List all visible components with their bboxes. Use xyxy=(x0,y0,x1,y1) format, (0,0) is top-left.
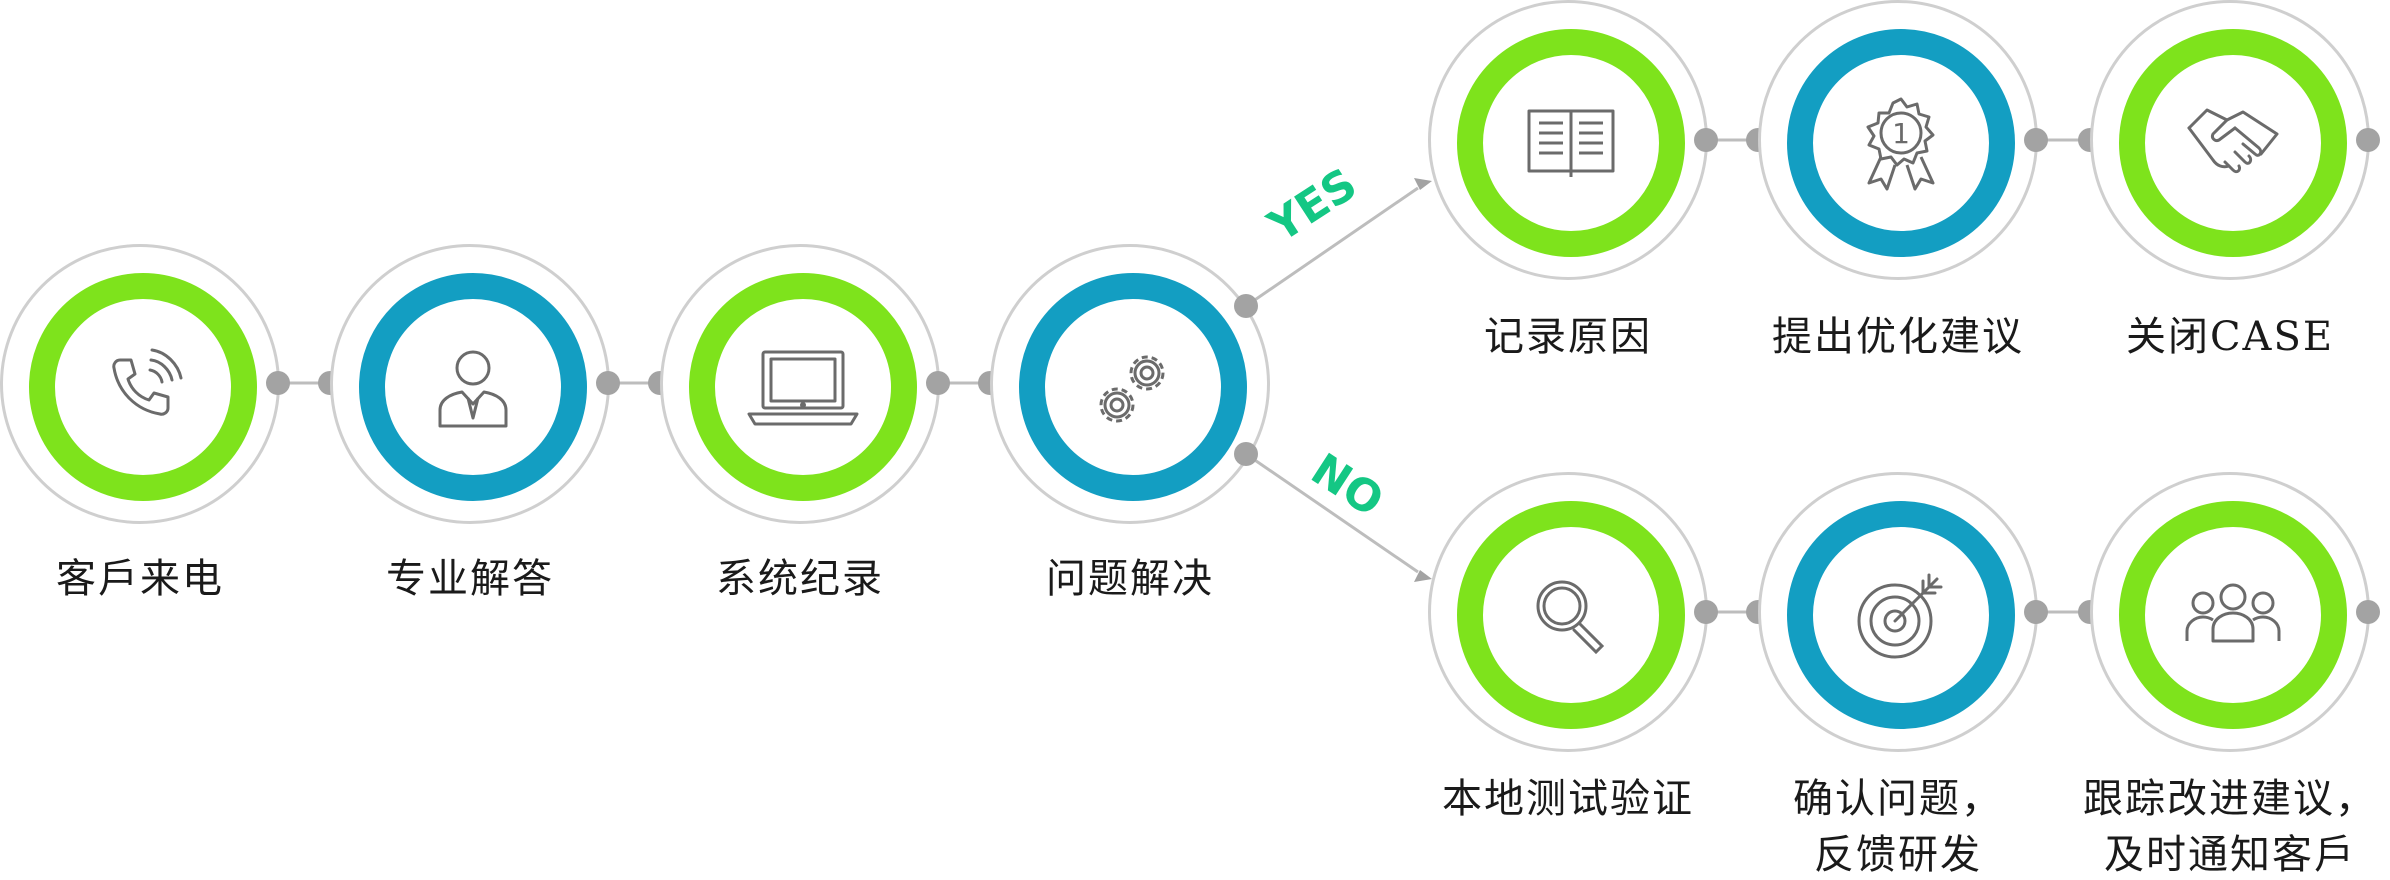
connector-dot xyxy=(2024,600,2048,624)
blue-ring xyxy=(1787,501,2015,729)
yes-step-label: 提出优化建议 xyxy=(1772,314,2024,360)
no-node-track-notify[interactable] xyxy=(2090,472,2370,752)
connector-dot xyxy=(2024,128,2048,152)
connector-dot xyxy=(266,371,290,395)
step-label: 问题解决 xyxy=(1046,556,1214,602)
step-node-customer-call[interactable] xyxy=(0,244,280,524)
no-branch-dot xyxy=(1234,442,1258,466)
handshake-icon xyxy=(2187,108,2279,174)
phone-icon xyxy=(112,348,183,416)
no-step-label-line2: 反馈研发 xyxy=(1814,832,1982,878)
no-step-label: 确认问题， xyxy=(1793,776,2003,822)
yes-step-label: 关闭CASE xyxy=(2125,314,2335,360)
blue-ring: 1 xyxy=(1787,29,2015,257)
yes-branch-dot xyxy=(1234,294,1258,318)
connector-dot xyxy=(2356,128,2380,152)
no-node-local-test[interactable] xyxy=(1428,472,1708,752)
yes-node-close-case[interactable] xyxy=(2090,0,2370,280)
connector-dot xyxy=(1694,128,1718,152)
connector-dot xyxy=(926,371,950,395)
green-ring xyxy=(1457,501,1685,729)
yes-step-label: 记录原因 xyxy=(1484,314,1652,360)
blue-ring xyxy=(1019,273,1247,501)
svg-text:1: 1 xyxy=(1892,117,1910,150)
target-icon xyxy=(1857,573,1943,659)
yes-branch-line xyxy=(1245,186,1419,308)
no-step-label-line2: 及时通知客戶 xyxy=(2104,832,2356,878)
step-label: 专业解答 xyxy=(386,556,554,602)
green-ring xyxy=(2119,501,2347,729)
yes-arrowhead xyxy=(1414,178,1432,190)
connector-dot xyxy=(2356,600,2380,624)
user-icon xyxy=(438,350,508,428)
no-step-label: 本地测试验证 xyxy=(1442,776,1694,822)
team-icon xyxy=(2185,583,2281,643)
no-step-label: 跟踪改进建议， xyxy=(2083,776,2377,822)
step-label: 系统纪录 xyxy=(716,556,884,602)
green-ring xyxy=(1457,29,1685,257)
book-icon xyxy=(1527,109,1615,177)
yes-node-record-reason[interactable] xyxy=(1428,0,1708,280)
award-icon: 1 xyxy=(1866,97,1935,191)
no-branch-line xyxy=(1245,452,1419,574)
green-ring xyxy=(689,273,917,501)
step-label: 客戶来电 xyxy=(56,556,224,602)
connector-dot xyxy=(1694,600,1718,624)
gears-icon xyxy=(1099,355,1165,423)
search-icon xyxy=(1536,580,1605,655)
step-node-problem-solved[interactable] xyxy=(990,244,1270,524)
step-node-professional-answer[interactable] xyxy=(330,244,610,524)
blue-ring xyxy=(359,273,587,501)
green-ring xyxy=(29,273,257,501)
connector-dot xyxy=(596,371,620,395)
laptop-icon xyxy=(747,350,859,426)
green-ring xyxy=(2119,29,2347,257)
no-node-confirm-feedback[interactable] xyxy=(1758,472,2038,752)
yes-node-suggest-optimization[interactable]: 1 xyxy=(1758,0,2038,280)
no-arrowhead xyxy=(1414,570,1432,582)
step-node-system-record[interactable] xyxy=(660,244,940,524)
